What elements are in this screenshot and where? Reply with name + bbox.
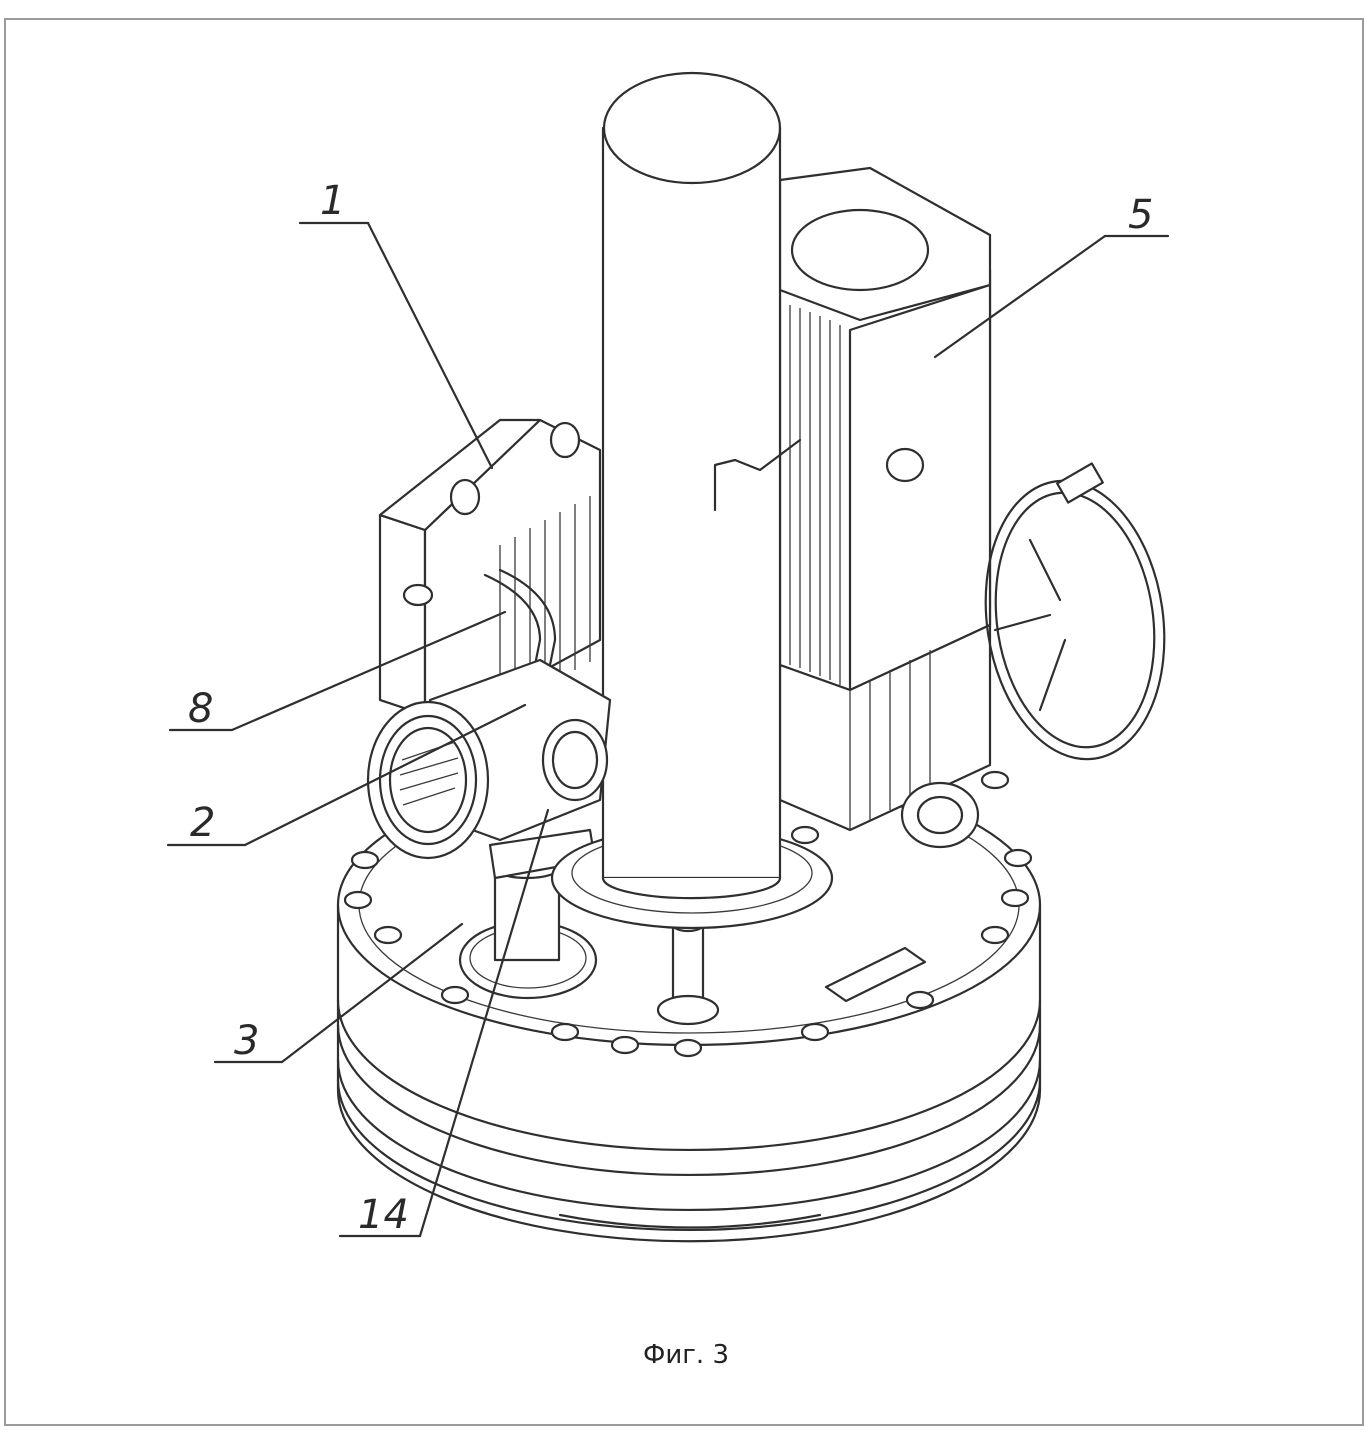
callout-3: 3 — [234, 1018, 259, 1064]
nameplate — [824, 946, 927, 1003]
callout-2: 2 — [190, 800, 215, 846]
handwheel — [984, 462, 1166, 761]
actuator-housing — [778, 166, 992, 849]
figure-frame — [4, 18, 1364, 1426]
figure-caption: Фиг. 3 — [642, 1340, 729, 1370]
callout-14: 14 — [358, 1192, 409, 1238]
flange-bolts — [343, 770, 1033, 1058]
callout-5: 5 — [1128, 192, 1153, 238]
cooler-unit — [378, 418, 602, 717]
callout-labels: 1 5 8 2 3 14 — [188, 178, 1153, 1238]
leader-lines — [166, 221, 1170, 1238]
sensor-branch-pipe — [458, 828, 598, 1000]
callout-1: 1 — [320, 178, 345, 224]
stem-stub — [656, 917, 720, 1026]
callout-8: 8 — [188, 686, 213, 732]
main-tube — [601, 71, 802, 900]
